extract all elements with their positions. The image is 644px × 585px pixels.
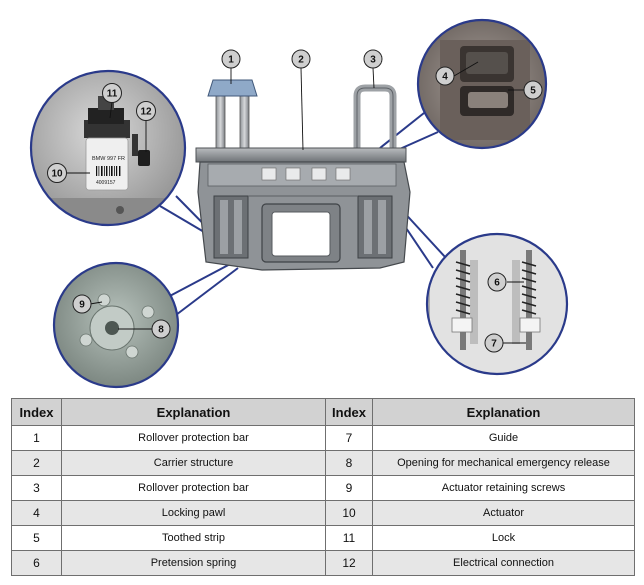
- svg-text:11: 11: [107, 89, 118, 100]
- svg-text:9: 9: [79, 300, 85, 311]
- svg-text:8: 8: [158, 325, 164, 336]
- explanation-cell: Actuator: [372, 500, 635, 526]
- explanation-cell: Opening for mechanical emergency release: [372, 450, 635, 476]
- callout-5: 5: [523, 80, 543, 100]
- carrier-assembly: [195, 79, 411, 271]
- callout-6: 6: [487, 272, 507, 292]
- callout-3: 3: [363, 49, 383, 69]
- svg-text:12: 12: [140, 107, 152, 118]
- actuator-label-line2: 4009157: [96, 180, 116, 186]
- index-cell: 10: [325, 500, 373, 526]
- explanation-cell: Lock: [372, 525, 635, 551]
- svg-text:2: 2: [298, 55, 304, 66]
- callout-9: 9: [72, 294, 92, 314]
- table-row: 4 Locking pawl 10 Actuator: [11, 500, 635, 526]
- table-row: 6 Pretension spring 12 Electrical connec…: [11, 550, 635, 576]
- svg-text:5: 5: [530, 86, 536, 97]
- detail-locking-pawl: [416, 18, 548, 150]
- header-index-right: Index: [325, 398, 373, 426]
- header-explanation-left: Explanation: [61, 398, 326, 426]
- rollover-system-illustration: BMW 997 FR 4009157: [29, 18, 569, 389]
- index-cell: 9: [325, 475, 373, 501]
- header-explanation-right: Explanation: [372, 398, 635, 426]
- detail-emergency-release: [52, 261, 180, 389]
- header-index-left: Index: [11, 398, 62, 426]
- svg-text:3: 3: [370, 55, 376, 66]
- explanation-cell: Guide: [372, 425, 635, 451]
- svg-text:4: 4: [442, 72, 448, 83]
- detail-pretension-spring: [425, 232, 569, 376]
- index-cell: 5: [11, 525, 62, 551]
- callout-10: 10: [47, 163, 67, 183]
- svg-text:7: 7: [491, 339, 497, 350]
- index-cell: 11: [325, 525, 373, 551]
- callout-1: 1: [221, 49, 241, 69]
- table-header-row: Index Explanation Index Explanation: [11, 398, 635, 426]
- legend-table: Index Explanation Index Explanation 1 Ro…: [11, 398, 635, 576]
- svg-text:10: 10: [51, 169, 63, 180]
- index-cell: 1: [11, 425, 62, 451]
- table-row: 1 Rollover protection bar 7 Guide: [11, 425, 635, 451]
- svg-text:6: 6: [494, 278, 500, 289]
- actuator-label-line1: BMW 997 FR: [92, 156, 125, 162]
- explanation-cell: Rollover protection bar: [61, 475, 326, 501]
- callout-leader-lines: [67, 61, 526, 344]
- callout-12: 12: [136, 101, 156, 121]
- index-cell: 7: [325, 425, 373, 451]
- table-row: 5 Toothed strip 11 Lock: [11, 525, 635, 551]
- callout-4: 4: [435, 66, 455, 86]
- table-row: 2 Carrier structure 8 Opening for mechan…: [11, 450, 635, 476]
- rollover-system-figure: BMW 997 FR 4009157: [29, 18, 569, 389]
- table-row: 3 Rollover protection bar 9 Actuator ret…: [11, 475, 635, 501]
- explanation-cell: Pretension spring: [61, 550, 326, 576]
- explanation-cell: Electrical connection: [372, 550, 635, 576]
- index-cell: 3: [11, 475, 62, 501]
- explanation-cell: Carrier structure: [61, 450, 326, 476]
- callout-8: 8: [151, 319, 171, 339]
- explanation-cell: Locking pawl: [61, 500, 326, 526]
- callout-2: 2: [291, 49, 311, 69]
- svg-text:1: 1: [228, 55, 234, 66]
- index-cell: 12: [325, 550, 373, 576]
- index-cell: 6: [11, 550, 62, 576]
- explanation-cell: Toothed strip: [61, 525, 326, 551]
- index-cell: 4: [11, 500, 62, 526]
- explanation-cell: Actuator retaining screws: [372, 475, 635, 501]
- index-cell: 8: [325, 450, 373, 476]
- callout-11: 11: [102, 83, 122, 103]
- explanation-cell: Rollover protection bar: [61, 425, 326, 451]
- callout-7: 7: [484, 333, 504, 353]
- index-cell: 2: [11, 450, 62, 476]
